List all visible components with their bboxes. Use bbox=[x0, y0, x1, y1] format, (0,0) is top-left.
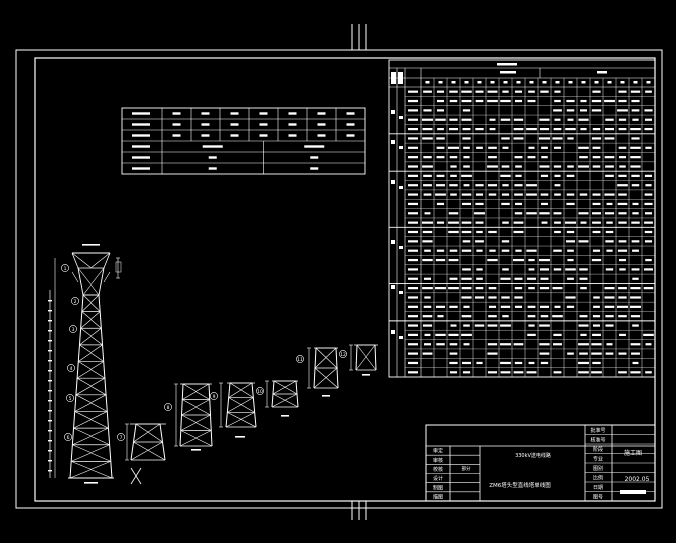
title-left-label: 审定 bbox=[433, 448, 443, 455]
title-left-label: 制图 bbox=[433, 484, 443, 491]
title-left-label: 校核 bbox=[433, 466, 443, 473]
tower-callout: 8 bbox=[167, 405, 170, 411]
drawing-title: ZM6塔头型直线塔单线图 bbox=[489, 481, 551, 489]
date-value: 2002.05 bbox=[625, 476, 650, 483]
tower-callout: 7 bbox=[120, 435, 123, 441]
title-left-label: 审核 bbox=[433, 457, 443, 464]
title-right-label: 图号 bbox=[593, 494, 603, 500]
title-left-label: 描图 bbox=[433, 493, 443, 500]
title-left-label: 设计 bbox=[433, 475, 443, 482]
title-right-label: 核准号 bbox=[590, 436, 605, 443]
title-right-label: 批准号 bbox=[590, 427, 605, 434]
tower-callout: 9 bbox=[213, 394, 216, 400]
tower-callout: 12 bbox=[340, 352, 346, 358]
center-mark-top bbox=[351, 24, 367, 50]
parameter-table bbox=[121, 107, 366, 175]
material-table bbox=[388, 59, 656, 378]
title-right-label: 专业 bbox=[593, 455, 603, 462]
project-name: 330kV送电线路 bbox=[515, 452, 551, 459]
tower-callout: 1 bbox=[64, 266, 67, 272]
title-right-label: 阶段 bbox=[593, 446, 603, 453]
title-right-label: 比例 bbox=[593, 474, 603, 481]
title-right-label: 日期 bbox=[593, 485, 603, 491]
outer-frame bbox=[15, 49, 663, 509]
partial-mark: 部分 bbox=[462, 465, 471, 472]
stage-value: 施工图 bbox=[624, 449, 642, 457]
tower-callout: 10 bbox=[257, 389, 263, 395]
tower-callout: 2 bbox=[74, 299, 77, 305]
drawing-number-bar bbox=[620, 490, 646, 494]
tower-callout: 11 bbox=[297, 357, 303, 363]
tower-callout: 4 bbox=[70, 366, 73, 372]
center-mark-bottom bbox=[351, 501, 367, 520]
tower-callout: 5 bbox=[69, 396, 72, 402]
tower-callout: 6 bbox=[67, 435, 70, 441]
title-right-label: 图别 bbox=[593, 465, 603, 472]
tower-callout: 3 bbox=[72, 327, 75, 333]
